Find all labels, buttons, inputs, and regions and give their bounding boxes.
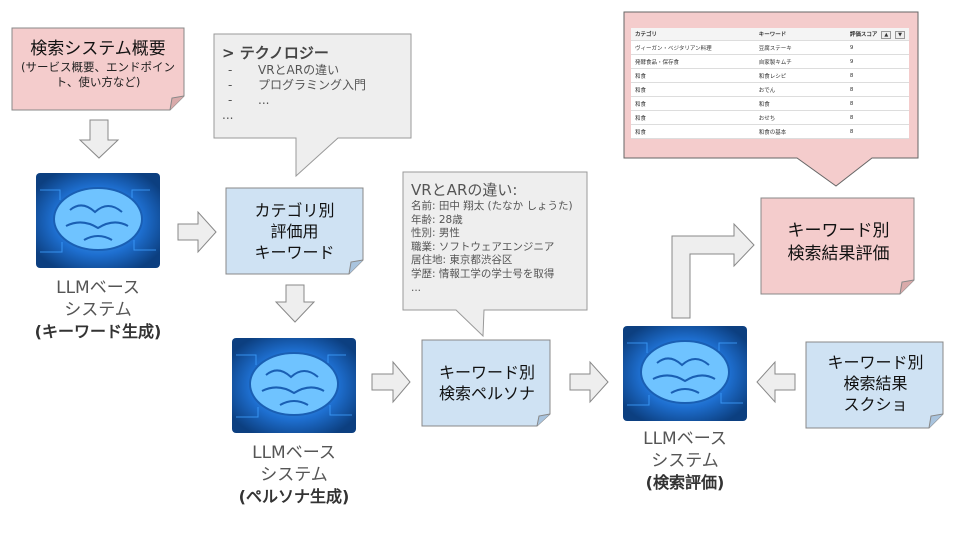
table-cell: 8 — [845, 68, 909, 83]
table-cell: 和食 — [754, 96, 846, 111]
table-cell: 自家製キムチ — [754, 54, 846, 69]
llm-label-evaluation: LLMベース システム (検索評価) — [605, 428, 765, 494]
table-cell: 9 — [845, 54, 909, 69]
screenshot-note-text: キーワード別 検索結果 スクショ — [808, 352, 943, 415]
persona-note-line2: 検索ペルソナ — [438, 384, 535, 403]
persona-bubble — [402, 171, 588, 338]
tech-bubble-heading: > テクノロジー — [222, 44, 329, 62]
llm-label-persona-line2: システム — [260, 465, 328, 485]
tech-bubble-item: -プログラミング入門 — [228, 78, 367, 92]
llm-label-evaluation-line2: システム — [651, 451, 719, 471]
screenshot-note-line2: 検索結果 — [843, 374, 908, 393]
tech-bubble-item: -VRとARの違い — [228, 63, 340, 77]
table-cell: おでん — [754, 82, 846, 97]
llm-label-keyword-line3: (キーワード生成) — [34, 322, 162, 341]
search-system-subtitle: (サービス概要、エンドポイント、使い方など) — [21, 60, 175, 89]
tech-bubble-text: > テクノロジー -VRとARの違い -プログラミング入門 -... ... — [222, 43, 408, 123]
table-cell: 和食の基本 — [754, 124, 846, 139]
persona-note-text: キーワード別 検索ペルソナ — [424, 362, 550, 404]
persona-bubble-heading: VRとARの違い: — [411, 181, 518, 199]
table-header-row: カテゴリ キーワード 評価スコア ▲ ▼ — [631, 28, 909, 41]
table-cell: 和食 — [631, 96, 755, 111]
arrow-down-2 — [274, 284, 316, 323]
table-header-keyword: キーワード — [754, 28, 846, 41]
arrow-right-1 — [177, 210, 217, 254]
arrow-left-1 — [756, 360, 796, 404]
table-header-score: 評価スコア ▲ ▼ — [845, 28, 909, 41]
table-cell: おせち — [754, 110, 846, 125]
table-cell: 8 — [845, 110, 909, 125]
table-cell: 和食レシピ — [754, 68, 846, 83]
table-cell: 8 — [845, 96, 909, 111]
arrow-bent-1 — [671, 222, 755, 319]
table-cell: 和食 — [631, 68, 755, 83]
persona-line: 居住地: 東京都渋谷区 — [411, 254, 513, 267]
search-system-note-text: 検索システム概要 (サービス概要、エンドポイント、使い方など) — [14, 38, 182, 90]
arrow-down-1 — [78, 119, 120, 159]
table-cell: 豆腐ステーキ — [754, 40, 846, 55]
persona-line: 学歴: 情報工学の学士号を取得 — [411, 267, 555, 280]
table-header-score-label: 評価スコア — [849, 31, 878, 38]
tech-bubble — [213, 33, 412, 178]
search-system-title: 検索システム概要 — [30, 39, 166, 59]
table-cell: 和食 — [631, 124, 755, 139]
llm-label-evaluation-line3: (検索評価) — [645, 473, 725, 492]
tech-bubble-ellipsis: ... — [222, 108, 234, 122]
evaluation-note-line2: 検索結果評価 — [787, 244, 890, 264]
table-cell: 8 — [845, 82, 909, 97]
table-cell: ヴィーガン・ベジタリアン料理 — [631, 40, 755, 55]
llm-label-persona-line3: (ペルソナ生成) — [238, 487, 350, 506]
table-cell: 8 — [845, 124, 909, 139]
persona-line: 名前: 田中 翔太 (たなか しょうた) — [411, 200, 573, 212]
persona-line: 職業: ソフトウェアエンジニア — [411, 240, 555, 253]
brain-image-1 — [36, 173, 160, 268]
table-cell: 和食 — [631, 110, 755, 125]
category-keywords-line2: 評価用 — [270, 222, 319, 241]
arrow-right-3 — [569, 360, 609, 404]
sort-descending-button[interactable]: ▼ — [895, 30, 905, 39]
sort-ascending-button[interactable]: ▲ — [881, 30, 892, 39]
category-keywords-line3: キーワード — [254, 243, 335, 262]
category-keywords-line1: カテゴリ別 — [254, 201, 335, 220]
llm-label-keyword: LLMベース システム (キーワード生成) — [18, 277, 178, 343]
evaluation-table: カテゴリ キーワード 評価スコア ▲ ▼ ヴィーガン・ベジタリアン料理豆腐ステー… — [631, 28, 909, 139]
tech-bubble-item: -... — [228, 93, 270, 107]
brain-image-3 — [623, 326, 747, 421]
persona-line: 年齢: 28歳 — [411, 213, 463, 226]
screenshot-note-line3: スクショ — [843, 395, 908, 414]
persona-bubble-text: VRとARの違い: 名前: 田中 翔太 (たなか しょうた) 年齢: 28歳 性… — [411, 180, 587, 295]
evaluation-note-text: キーワード別 検索結果評価 — [763, 220, 914, 266]
persona-note-line1: キーワード別 — [438, 363, 535, 382]
evaluation-note-line1: キーワード別 — [787, 221, 890, 241]
persona-line: ... — [411, 281, 422, 294]
table-header-category: カテゴリ — [631, 28, 755, 41]
screenshot-note-line1: キーワード別 — [827, 353, 924, 372]
category-keywords-text: カテゴリ別 評価用 キーワード — [228, 200, 361, 263]
llm-label-keyword-line2: システム — [64, 300, 132, 320]
llm-label-persona-line1: LLMベース — [252, 443, 336, 463]
persona-line: 性別: 男性 — [411, 227, 460, 240]
llm-label-evaluation-line1: LLMベース — [643, 429, 727, 449]
table-cell: 9 — [845, 40, 909, 55]
llm-label-keyword-line1: LLMベース — [56, 278, 140, 298]
table-cell: 和食 — [631, 82, 755, 97]
arrow-right-2 — [371, 360, 411, 404]
llm-label-persona: LLMベース システム (ペルソナ生成) — [214, 442, 374, 508]
brain-image-2 — [232, 338, 356, 433]
table-cell: 発酵食品・保存食 — [631, 54, 755, 69]
